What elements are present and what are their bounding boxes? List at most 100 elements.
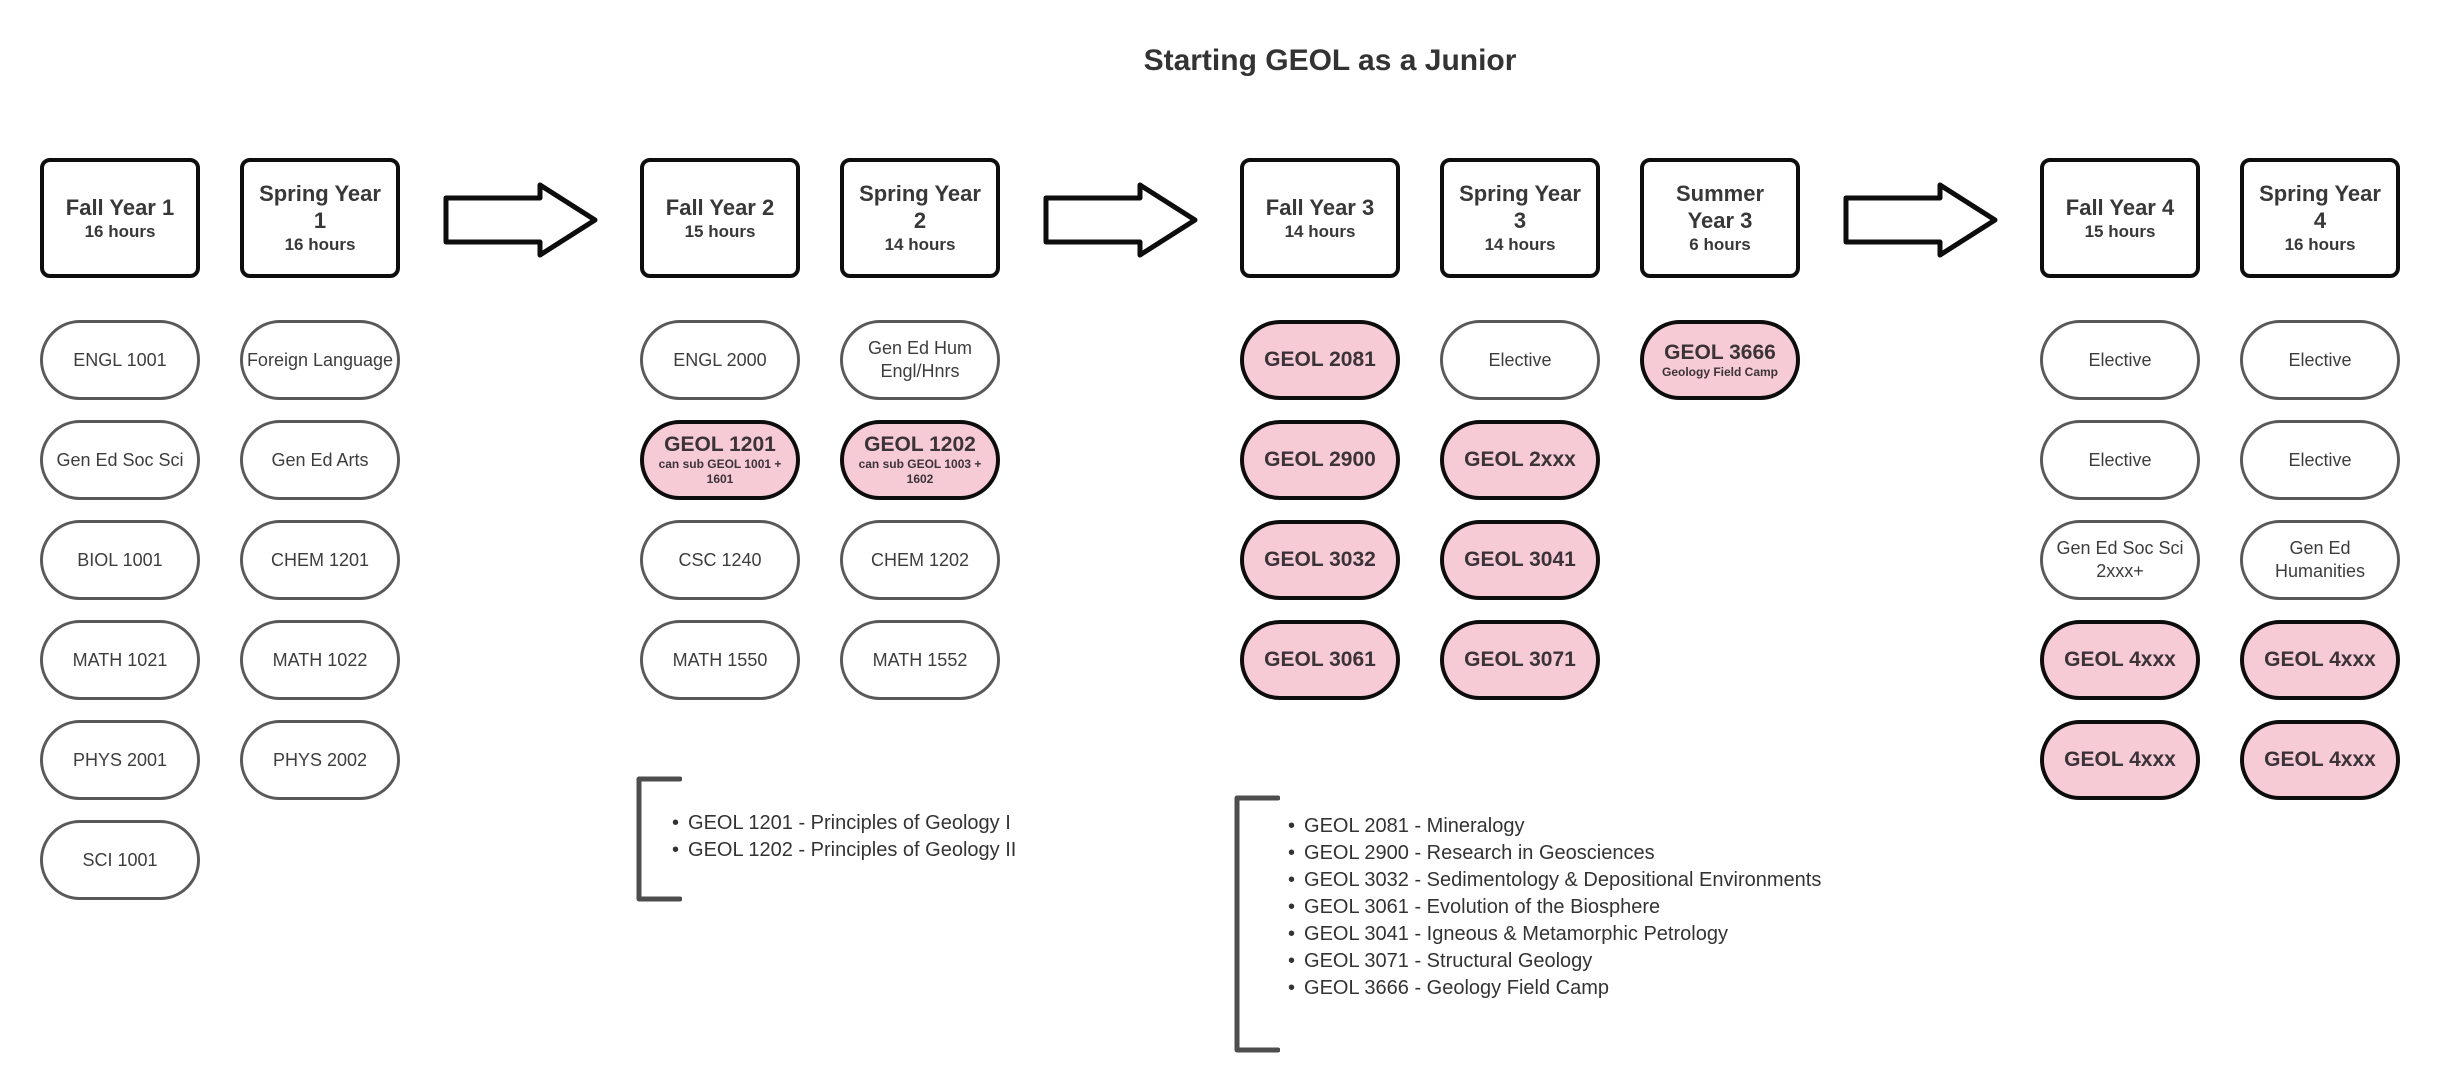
course-label: CHEM 1201 bbox=[270, 549, 370, 570]
semester-hours: 14 hours bbox=[1484, 235, 1556, 254]
legend-geol-12xx: • GEOL 1201 - Principles of Geology I • GE… bbox=[672, 810, 1016, 864]
semester-box-fall-year-3: Fall Year 3 14 hours bbox=[1240, 158, 1400, 278]
semester-name: Fall Year 4 bbox=[2065, 194, 2175, 220]
legend-item: • GEOL 2900 - Research in Geosciences bbox=[1288, 840, 1821, 867]
course-pill-engl-2000: ENGL 2000 bbox=[640, 320, 800, 400]
course-pill-geol-4xxx: GEOL 4xxx bbox=[2240, 620, 2400, 700]
course-label: GEOL 2081 bbox=[1264, 348, 1376, 371]
bullet-icon: • bbox=[1288, 950, 1296, 972]
right-arrow-icon bbox=[443, 182, 598, 258]
legend-geol-upper-level: • GEOL 2081 - Mineralogy • GEOL 2900 - Res… bbox=[1288, 813, 1821, 1002]
course-pill-geol-3061: GEOL 3061 bbox=[1240, 620, 1400, 700]
bullet-icon: • bbox=[1288, 842, 1296, 864]
legend-text: GEOL 2081 - Mineralogy bbox=[1304, 815, 1525, 837]
right-arrow-icon bbox=[1843, 182, 1998, 258]
course-label: Gen Ed Soc Sci bbox=[56, 449, 184, 470]
semester-box-fall-year-1: Fall Year 1 16 hours bbox=[40, 158, 200, 278]
semester-name: Spring Year 2 bbox=[859, 181, 981, 233]
course-pill-geol-1201: GEOL 1201 can sub GEOL 1001 + 1601 bbox=[640, 420, 800, 500]
course-label: GEOL 3041 bbox=[1464, 548, 1576, 571]
course-pill-elective: Elective bbox=[2040, 420, 2200, 500]
course-label: Gen Ed Soc Sci 2xxx+ bbox=[2056, 538, 2184, 581]
course-label: PHYS 2002 bbox=[272, 749, 368, 770]
course-pill-gen-ed-soc-sci: Gen Ed Soc Sci bbox=[40, 420, 200, 500]
legend-item: • GEOL 2081 - Mineralogy bbox=[1288, 813, 1821, 840]
course-pill-csc-1240: CSC 1240 bbox=[640, 520, 800, 600]
semester-box-spring-year-4: Spring Year 4 16 hours bbox=[2240, 158, 2400, 278]
course-label: GEOL 4xxx bbox=[2264, 748, 2376, 771]
course-sub-note: can sub GEOL 1001 + 1601 bbox=[658, 457, 782, 486]
legend-text: GEOL 1202 - Principles of Geology II bbox=[688, 839, 1017, 861]
course-label: GEOL 3061 bbox=[1264, 648, 1376, 671]
semester-hours: 15 hours bbox=[684, 221, 756, 241]
course-label: GEOL 4xxx bbox=[2264, 648, 2376, 671]
course-label: GEOL 3032 bbox=[1264, 548, 1376, 571]
course-label: Elective bbox=[2088, 349, 2152, 370]
course-label: PHYS 2001 bbox=[72, 749, 168, 770]
course-pill-foreign-language: Foreign Language bbox=[240, 320, 400, 400]
course-label: MATH 1552 bbox=[872, 649, 968, 670]
course-label: Gen Ed Humanities bbox=[2274, 538, 2366, 581]
legend-text: GEOL 1201 - Principles of Geology I bbox=[688, 812, 1011, 834]
bullet-icon: • bbox=[672, 812, 680, 834]
course-label: MATH 1021 bbox=[72, 649, 168, 670]
course-label: GEOL 3666 bbox=[1664, 340, 1776, 364]
course-label: Elective bbox=[1488, 349, 1552, 370]
semester-box-fall-year-2: Fall Year 2 15 hours bbox=[640, 158, 800, 278]
course-pill-geol-4xxx: GEOL 4xxx bbox=[2040, 720, 2200, 800]
course-pill-geol-3666: GEOL 3666 Geology Field Camp bbox=[1640, 320, 1800, 400]
legend-text: GEOL 2900 - Research in Geosciences bbox=[1304, 842, 1655, 864]
course-pill-phys-2001: PHYS 2001 bbox=[40, 720, 200, 800]
course-label: GEOL 1202 bbox=[864, 433, 976, 456]
bullet-icon: • bbox=[672, 839, 680, 861]
semester-hours: 15 hours bbox=[2084, 221, 2156, 241]
semester-name: Spring Year 3 bbox=[1459, 181, 1581, 233]
semester-name: Spring Year 4 bbox=[2259, 181, 2381, 233]
semester-hours: 14 hours bbox=[1284, 221, 1356, 241]
course-label: CSC 1240 bbox=[678, 549, 762, 570]
semester-box-spring-year-1: Spring Year 1 16 hours bbox=[240, 158, 400, 278]
legend-item: • GEOL 1202 - Principles of Geology II bbox=[672, 837, 1016, 864]
legend-item: • GEOL 1201 - Principles of Geology I bbox=[672, 810, 1016, 837]
course-pill-math-1552: MATH 1552 bbox=[840, 620, 1000, 700]
course-label: Elective bbox=[2288, 349, 2352, 370]
course-pill-elective: Elective bbox=[2040, 320, 2200, 400]
course-label: GEOL 4xxx bbox=[2064, 648, 2176, 671]
course-pill-geol-3032: GEOL 3032 bbox=[1240, 520, 1400, 600]
semester-box-summer-year-3: Summer Year 3 6 hours bbox=[1640, 158, 1800, 278]
legend-item: • GEOL 3071 - Structural Geology bbox=[1288, 948, 1821, 975]
course-pill-biol-1001: BIOL 1001 bbox=[40, 520, 200, 600]
semester-name: Fall Year 3 bbox=[1265, 194, 1375, 220]
course-pill-geol-2xxx: GEOL 2xxx bbox=[1440, 420, 1600, 500]
course-label: GEOL 2900 bbox=[1264, 448, 1376, 471]
bullet-icon: • bbox=[1288, 923, 1296, 945]
course-label: SCI 1001 bbox=[82, 849, 158, 870]
bullet-icon: • bbox=[1288, 896, 1296, 918]
course-sub-note: Geology Field Camp bbox=[1661, 364, 1778, 379]
legend-item: • GEOL 3041 - Igneous & Metamorphic Petro… bbox=[1288, 921, 1821, 948]
course-pill-geol-2900: GEOL 2900 bbox=[1240, 420, 1400, 500]
course-label: BIOL 1001 bbox=[77, 549, 163, 570]
course-pill-gen-ed-soc-sci-2xxx: Gen Ed Soc Sci 2xxx+ bbox=[2040, 520, 2200, 600]
legend-item: •GEOL 3666 - Geology Field Camp bbox=[1288, 975, 1821, 1002]
course-pill-geol-4xxx: GEOL 4xxx bbox=[2240, 720, 2400, 800]
course-pill-engl-1001: ENGL 1001 bbox=[40, 320, 200, 400]
course-label: ENGL 2000 bbox=[673, 349, 767, 370]
course-label: Gen Ed Arts bbox=[271, 449, 369, 470]
legend-text: GEOL 3666 - Geology Field Camp bbox=[1304, 977, 1609, 999]
course-pill-chem-1201: CHEM 1201 bbox=[240, 520, 400, 600]
course-label: Gen Ed Hum Engl/Hnrs bbox=[867, 338, 973, 381]
legend-text: GEOL 3032 - Sedimentology & Depositional… bbox=[1304, 869, 1822, 891]
course-label: GEOL 3071 bbox=[1464, 648, 1576, 671]
course-pill-sci-1001: SCI 1001 bbox=[40, 820, 200, 900]
semester-name: Fall Year 1 bbox=[65, 194, 175, 220]
bullet-icon: • bbox=[1288, 815, 1296, 837]
semester-hours: 14 hours bbox=[884, 235, 956, 254]
legend-text: GEOL 3071 - Structural Geology bbox=[1304, 950, 1593, 972]
semester-name: Fall Year 2 bbox=[665, 194, 775, 220]
legend-item: •GEOL 3032 - Sedimentology & Depositiona… bbox=[1288, 867, 1821, 894]
legend-bracket-icon bbox=[1234, 795, 1280, 1053]
course-pill-geol-1202: GEOL 1202 can sub GEOL 1003 + 1602 bbox=[840, 420, 1000, 500]
right-arrow-icon bbox=[1043, 182, 1198, 258]
legend-text: GEOL 3041 - Igneous & Metamorphic Petrol… bbox=[1304, 923, 1728, 945]
